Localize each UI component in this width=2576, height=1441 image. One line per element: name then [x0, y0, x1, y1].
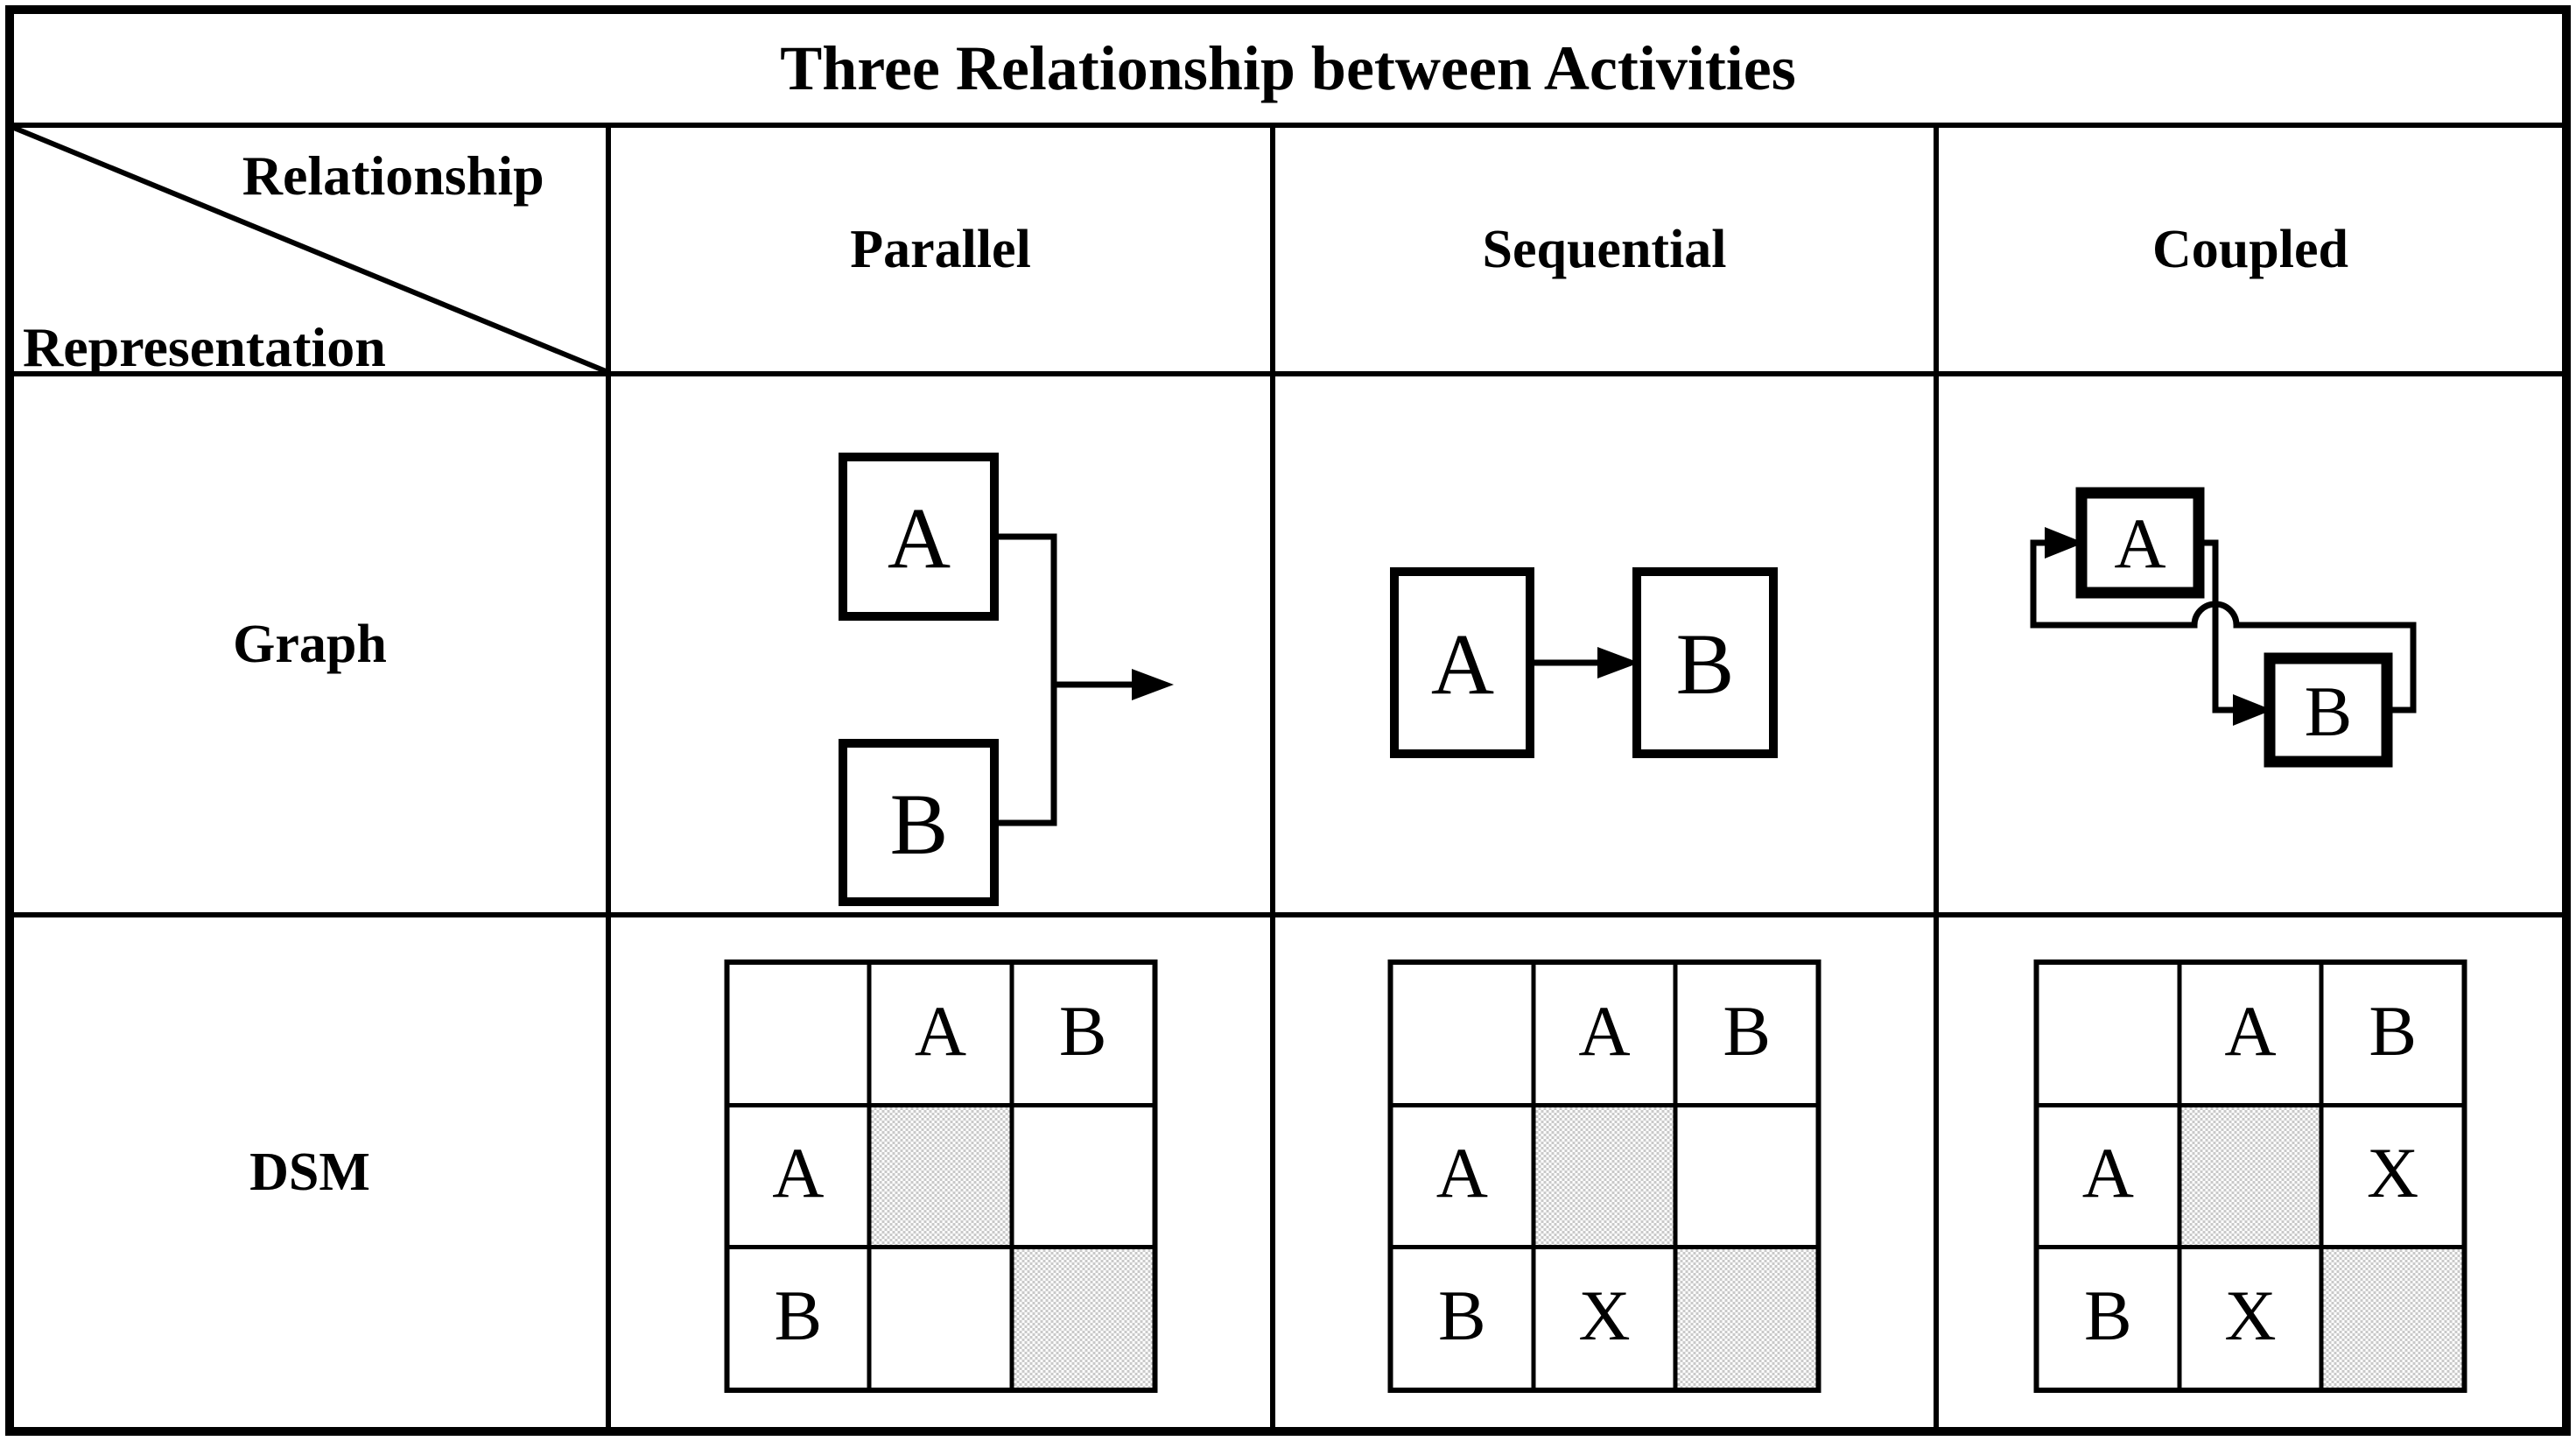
dsm-cell-parallel-r0c2: B — [1014, 965, 1152, 1103]
diagonal-divider — [14, 128, 606, 371]
activity-a-label: A — [888, 489, 951, 587]
graph-sequential-cell: A B — [1275, 376, 1934, 912]
dsm-cell-parallel-r0c0 — [729, 965, 867, 1103]
relationship-table: Three Relationship between Activities Re… — [5, 5, 2571, 1436]
dsm-cell-parallel-r1c2 — [1014, 1107, 1152, 1246]
graph-parallel-diagram: A B — [839, 453, 1174, 906]
title-cell: Three Relationship between Activities — [14, 14, 2562, 123]
activity-box-a — [1390, 567, 1534, 758]
activity-b-label: B — [2305, 671, 2353, 751]
diagonal-line — [14, 128, 606, 371]
dsm-cell-coupled-r0c1: A — [2181, 965, 2320, 1103]
corner-header-cell: Relationship Representation — [14, 128, 606, 371]
column-header-sequential: Sequential — [1275, 128, 1934, 371]
merge-connector — [994, 533, 1057, 826]
dsm-cell-parallel-r1c1-diagonal — [871, 1107, 1010, 1246]
dsm-cell-parallel-r2c0: B — [729, 1249, 867, 1388]
activity-a-label: A — [1431, 615, 1494, 713]
dsm-cell-coupled-r0c0 — [2039, 965, 2178, 1103]
dsm-cell-coupled-r2c1: X — [2181, 1249, 2320, 1388]
activity-box-a — [2075, 487, 2205, 599]
dsm-cell-sequential-r1c2 — [1677, 1107, 1816, 1246]
corner-label-representation: Representation — [23, 316, 386, 371]
dsm-cell-coupled-r1c0: A — [2039, 1107, 2178, 1246]
graph-coupled-diagram: A B — [2030, 487, 2417, 768]
graph-sequential-diagram: A B — [1390, 567, 1778, 758]
dsm-cell-sequential-r0c1: A — [1535, 965, 1674, 1103]
dsm-cell-sequential-r2c0: B — [1393, 1249, 1532, 1388]
activity-a-label: A — [2114, 503, 2165, 583]
output-arrowhead-icon — [1132, 669, 1174, 700]
forward-arrowhead-icon — [2233, 694, 2272, 726]
activity-box-b — [839, 739, 999, 906]
figure-title: Three Relationship between Activities — [780, 32, 1796, 103]
dsm-cell-sequential-r1c0: A — [1393, 1107, 1532, 1246]
dsm-cell-sequential-r0c0 — [1393, 965, 1532, 1103]
dsm-cell-sequential-r0c2: B — [1677, 965, 1816, 1103]
row-header-dsm: DSM — [14, 917, 606, 1427]
dsm-cell-coupled-r2c0: B — [2039, 1249, 2178, 1388]
feedback-arrowhead-icon — [2045, 527, 2084, 559]
dsm-cell-coupled-r1c2: X — [2323, 1107, 2462, 1246]
column-header-coupled: Coupled — [1939, 128, 2562, 371]
forward-connector — [2199, 539, 2241, 713]
corner-label-relationship: Relationship — [242, 144, 544, 207]
dsm-cell-coupled-r0c2: B — [2323, 965, 2462, 1103]
dsm-cell-sequential-r2c2-diagonal — [1677, 1249, 1816, 1388]
row-header-graph: Graph — [14, 376, 606, 912]
dsm-cell-parallel-r1c0: A — [729, 1107, 867, 1246]
activity-box-a — [839, 453, 999, 621]
dsm-cell-parallel-r2c1 — [871, 1249, 1010, 1388]
dsm-cell-parallel-r2c2-diagonal — [1014, 1249, 1152, 1388]
a-to-b-arrowhead-icon — [1597, 647, 1639, 678]
dsm-cell-coupled-r1c1-diagonal — [2181, 1107, 2320, 1246]
dsm-cell-sequential-r2c1: X — [1535, 1249, 1674, 1388]
activity-b-label: B — [890, 776, 949, 873]
dsm-cell-sequential-r1c1-diagonal — [1535, 1107, 1674, 1246]
column-header-parallel: Parallel — [611, 128, 1270, 371]
dsm-cell-coupled-r2c2-diagonal — [2323, 1249, 2462, 1388]
dsm-cell-parallel-r0c1: A — [871, 965, 1010, 1103]
activity-b-label: B — [1676, 615, 1735, 713]
activity-box-b — [2264, 652, 2393, 768]
activity-box-b — [1632, 567, 1778, 758]
graph-coupled-cell: A B — [1939, 376, 2562, 912]
feedback-connector — [2030, 539, 2417, 713]
graph-parallel-cell: A B — [611, 376, 1270, 912]
